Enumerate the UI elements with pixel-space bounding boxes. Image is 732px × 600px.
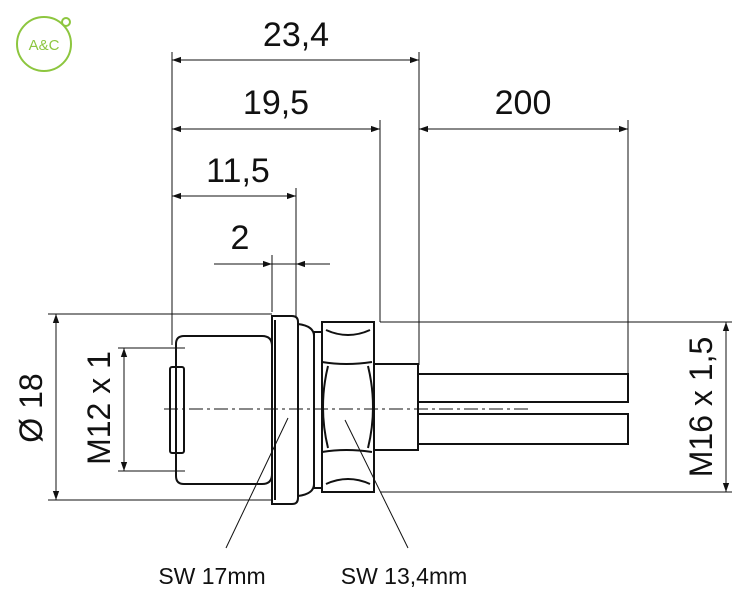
dim-11-5: 11,5 xyxy=(206,152,270,190)
dim-diameter: Ø 18 xyxy=(13,373,49,442)
connector-body xyxy=(164,315,629,505)
leader-sw17 xyxy=(225,417,289,549)
dim-cable-length: 200 xyxy=(495,84,552,122)
dim-flange-thickness: 2 xyxy=(231,219,250,257)
dim-19-5: 19,5 xyxy=(243,84,309,122)
extension-lines xyxy=(48,52,732,501)
dimension-lines xyxy=(52,56,730,500)
leader-lines xyxy=(225,417,409,549)
logo-text: A&C xyxy=(29,37,60,54)
dim-overall-length: 23,4 xyxy=(263,16,329,54)
logo: A&C xyxy=(16,16,72,72)
callout-sw13-4: SW 13,4mm xyxy=(341,563,468,589)
dim-thread-rear: M16 x 1,5 xyxy=(683,337,719,478)
leader-sw13-4 xyxy=(344,419,409,549)
callout-sw17: SW 17mm xyxy=(158,563,265,589)
dim-thread-front: M12 x 1 xyxy=(81,351,117,465)
